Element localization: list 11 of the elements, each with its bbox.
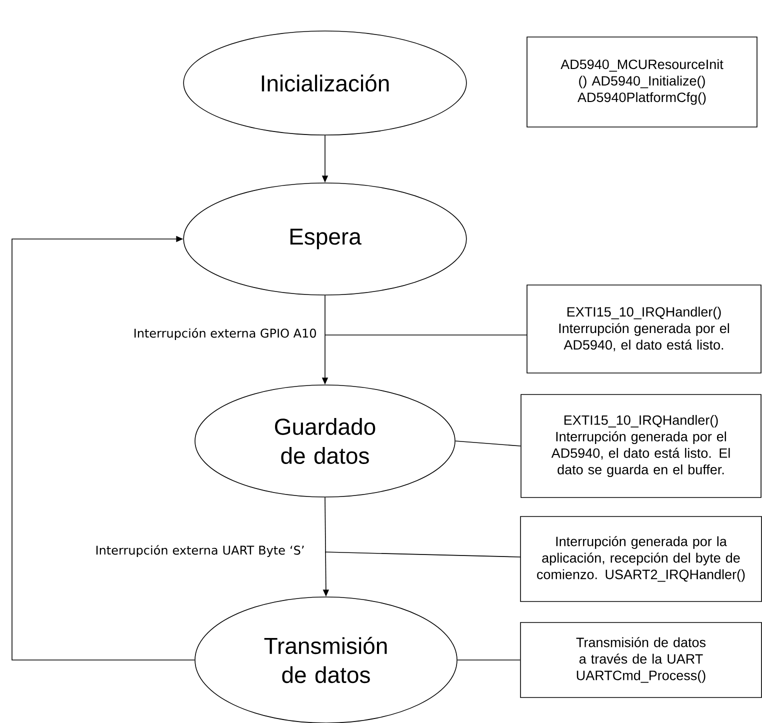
function-box: EXTI15_10_IRQHandler() Interrupción generada por el AD5940, el dato está listo. bbox=[526, 284, 762, 374]
connector-line bbox=[455, 440, 521, 446]
function-box: AD5940_MCUResourceInit () AD5940_Initialize() AD5940PlatformCfg() bbox=[526, 36, 758, 128]
function-box: Interrupción generada por la aplicación, recepción del byte de comienzo. USART2_IRQHandler() bbox=[520, 516, 762, 602]
leader-line bbox=[324, 334, 528, 336]
leader-line bbox=[324, 552, 521, 558]
edge-label: Interrupción externa GPIO A10 bbox=[132, 326, 318, 342]
edge-label: Interrupción externa UART Byte ‘S’ bbox=[89, 544, 311, 558]
arrow bbox=[12, 236, 195, 660]
function-box: Transmisión de datos a través de la UART UARTCmd_Process() bbox=[520, 622, 762, 698]
function-box: EXTI15_10_IRQHandler() Interrupción generada por el AD5940, el dato está listo. El dato se guarda en el buffer. bbox=[520, 394, 762, 498]
